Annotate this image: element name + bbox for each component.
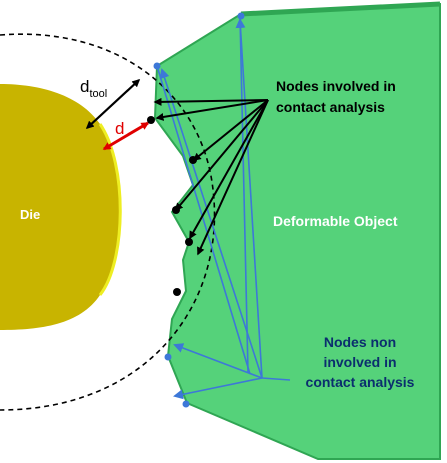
involved-label-line1: Nodes involved in	[276, 78, 396, 94]
non-involved-label-line3: contact analysis	[306, 374, 415, 390]
involved-node	[147, 116, 155, 124]
non-involved-nodes	[153, 12, 245, 408]
involved-node	[185, 238, 193, 246]
non-involved-label-line2: involved in	[323, 354, 396, 370]
involved-node	[173, 288, 181, 296]
d-tool-main: d	[80, 77, 89, 96]
tool-radius-dashed-circle	[0, 33, 216, 411]
d-tool-subscript: tool	[89, 88, 107, 100]
d-tool-label: dtool	[80, 77, 107, 100]
involved-nodes	[147, 116, 197, 296]
die-label: Die	[20, 207, 40, 222]
deformable-object-top-edge	[240, 1, 441, 17]
non-involved-node	[182, 400, 190, 408]
d-arrow	[102, 121, 150, 151]
non-involved-node	[237, 12, 245, 20]
involved-label-line2: contact analysis	[276, 99, 385, 115]
involved-node	[172, 206, 180, 214]
die-shape	[0, 84, 121, 330]
d-tool-arrow	[85, 78, 141, 130]
d-label: d	[115, 119, 124, 138]
black-arrows	[153, 97, 269, 256]
non-involved-node	[164, 353, 172, 361]
involved-node	[189, 156, 197, 164]
deformable-object-label: Deformable Object	[273, 213, 398, 229]
non-involved-label-line1: Nodes non	[324, 334, 396, 350]
non-involved-node	[153, 62, 161, 70]
